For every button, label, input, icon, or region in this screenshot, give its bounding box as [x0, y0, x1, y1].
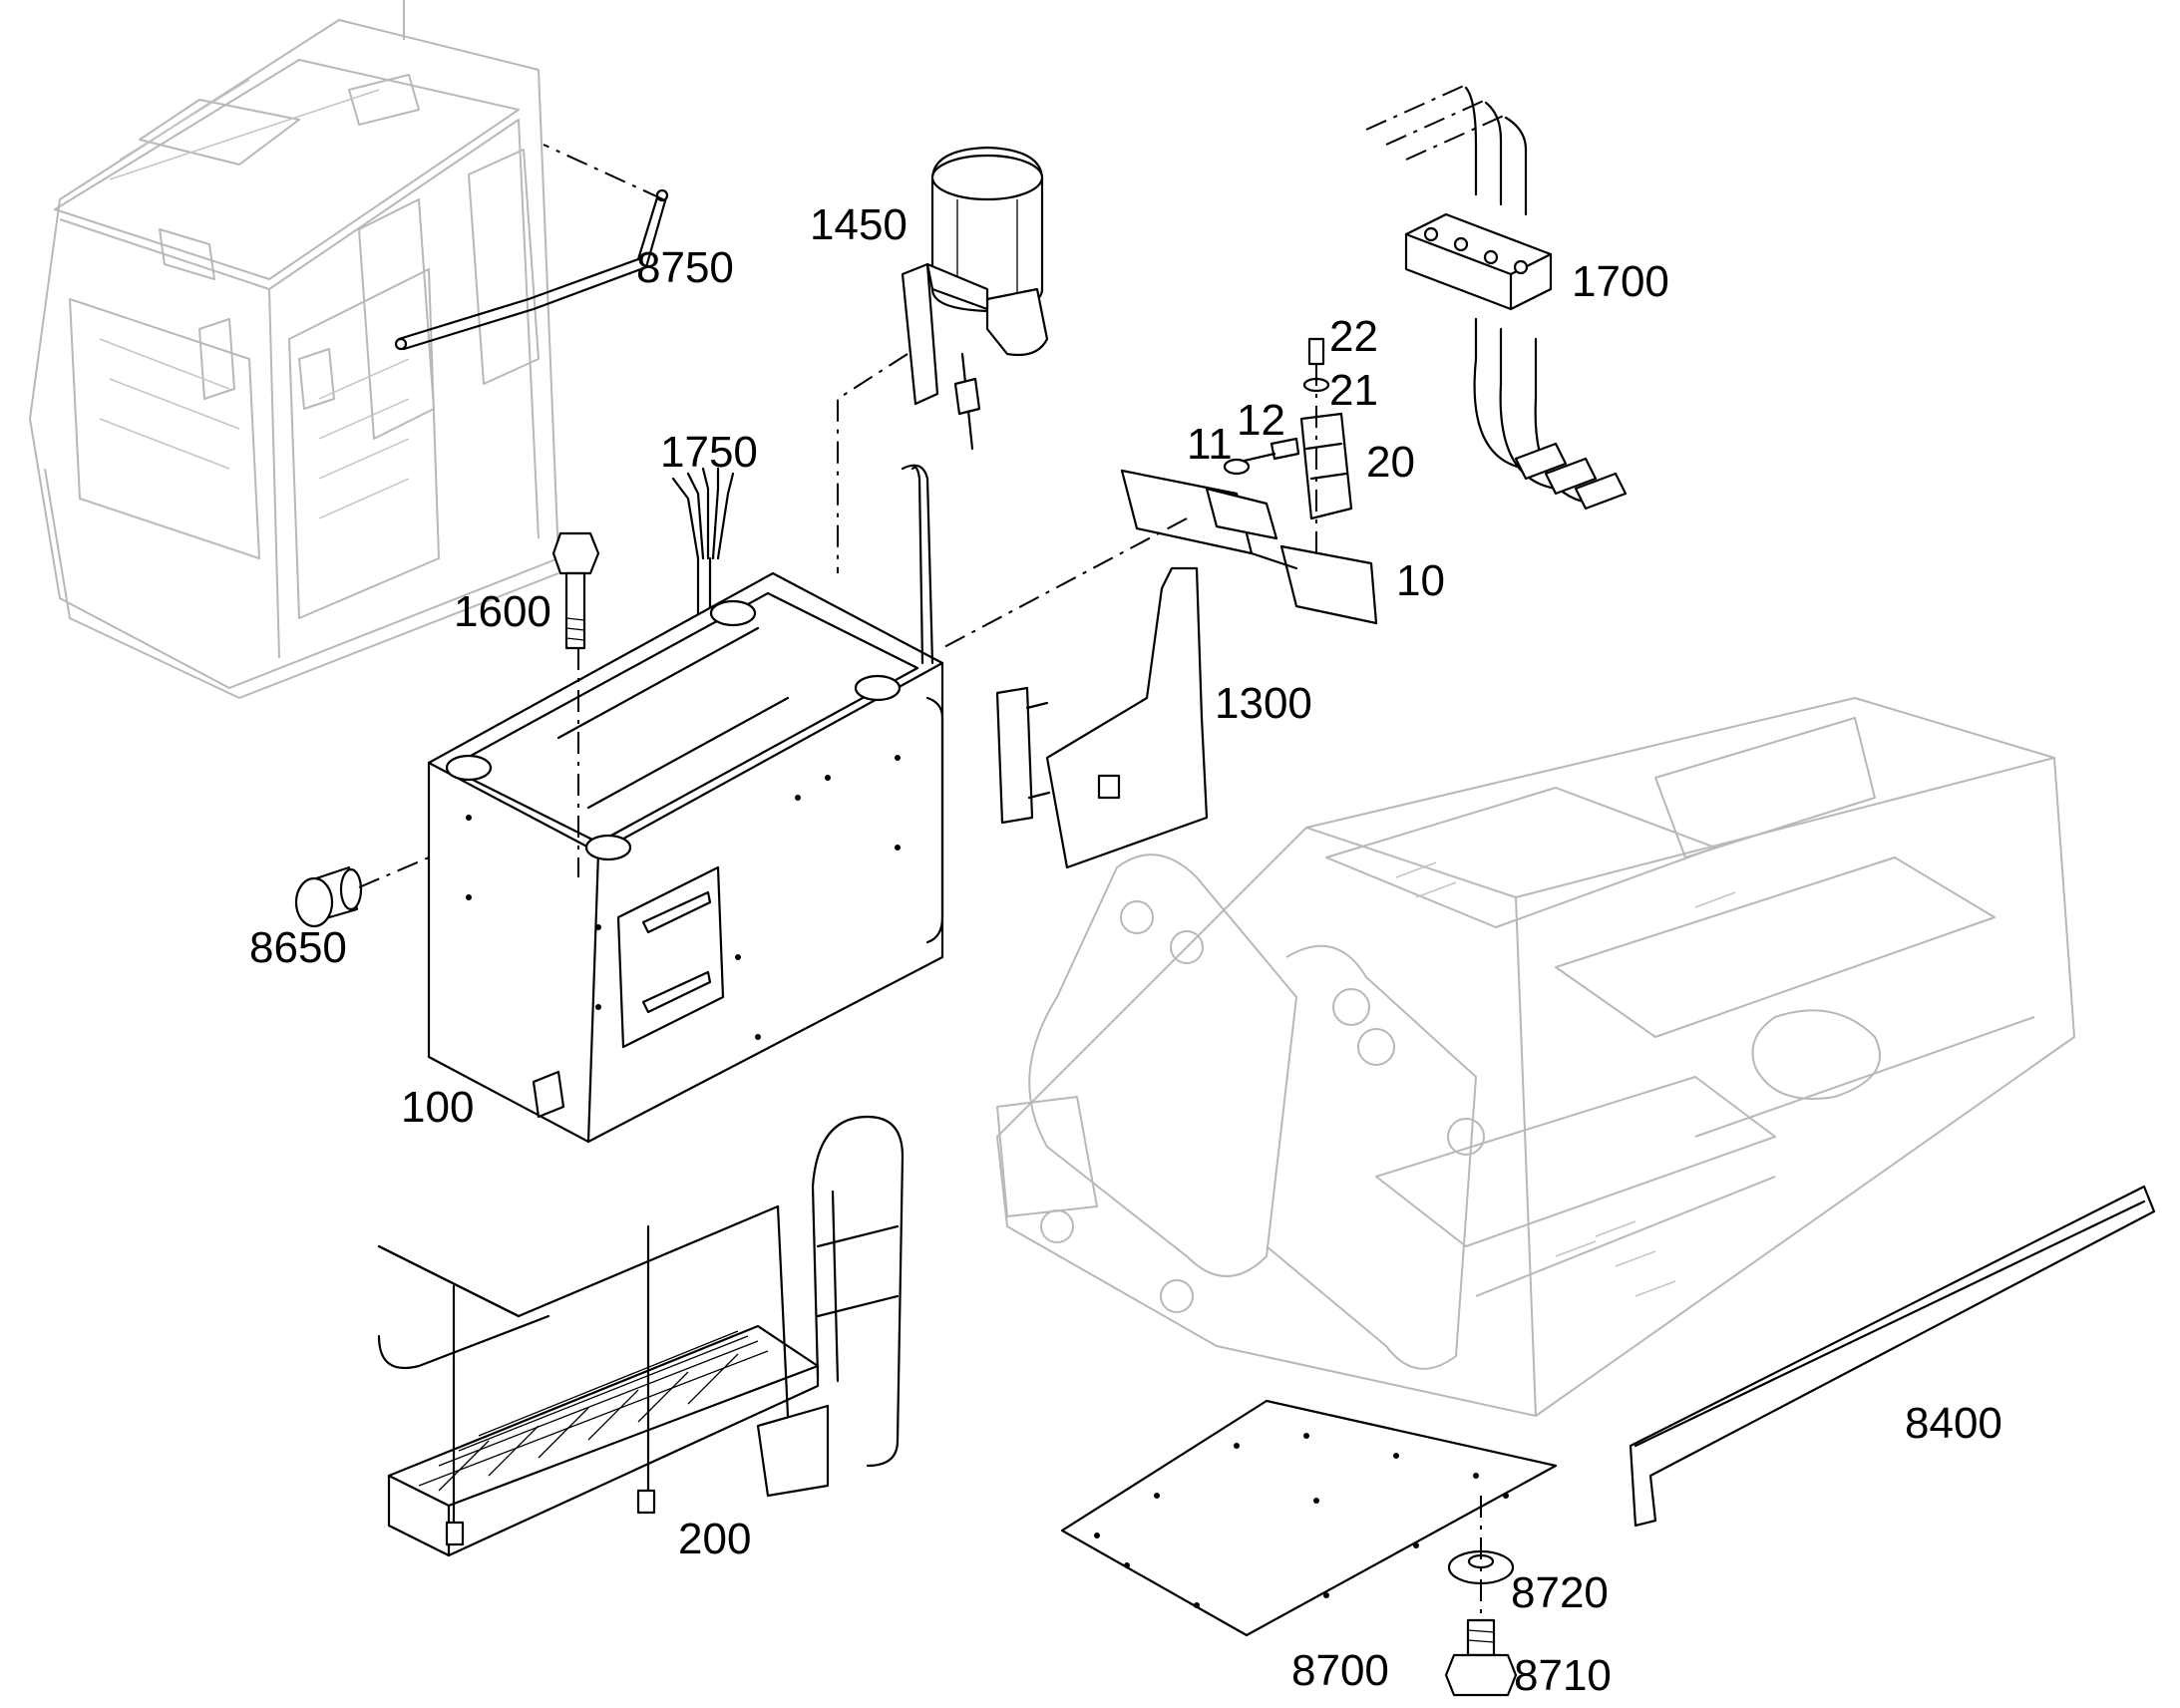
callout-100: 100 — [401, 1083, 474, 1132]
bolt-1600 — [551, 531, 600, 650]
callout-200: 200 — [678, 1515, 751, 1563]
cover-1300 — [995, 566, 1209, 869]
bracket-20 — [1299, 412, 1353, 520]
callout-8700: 8700 — [1291, 1646, 1389, 1695]
rail-8400 — [1629, 1185, 2156, 1528]
callout-1750: 1750 — [660, 428, 758, 477]
callout-12: 12 — [1237, 396, 1285, 445]
callout-21: 21 — [1329, 366, 1378, 415]
callout-22: 22 — [1329, 312, 1378, 361]
callout-labels: 8750 1450 1700 22 21 12 11 20 10 1750 16… — [249, 200, 2002, 1700]
callout-1450: 1450 — [810, 200, 908, 249]
bracket-10 — [1120, 469, 1378, 625]
callout-1300: 1300 — [1215, 679, 1312, 728]
bolt-8710 — [1444, 1618, 1518, 1697]
distributor-block-1700 — [1365, 84, 1628, 511]
tank-100 — [427, 464, 944, 1144]
callout-20: 20 — [1366, 438, 1415, 487]
callout-8750: 8750 — [636, 243, 734, 292]
plate-8700 — [1060, 1399, 1558, 1637]
callout-10: 10 — [1396, 556, 1445, 605]
cab-handrail-8750 — [394, 188, 669, 351]
assembly-lines — [358, 144, 1482, 1620]
callout-11: 11 — [1187, 420, 1233, 469]
callout-1600: 1600 — [454, 587, 551, 636]
callout-8650: 8650 — [249, 923, 347, 972]
callout-8400: 8400 — [1905, 1399, 2002, 1448]
cab-ghost — [29, 0, 559, 699]
lubrication-pump-1450 — [901, 146, 1049, 451]
platform-200 — [377, 1115, 905, 1557]
callout-1700: 1700 — [1572, 257, 1669, 306]
callout-8710: 8710 — [1514, 1651, 1612, 1700]
chassis-frame-ghost — [996, 697, 2075, 1417]
callout-8720: 8720 — [1511, 1568, 1609, 1617]
cap-8650 — [294, 865, 363, 928]
